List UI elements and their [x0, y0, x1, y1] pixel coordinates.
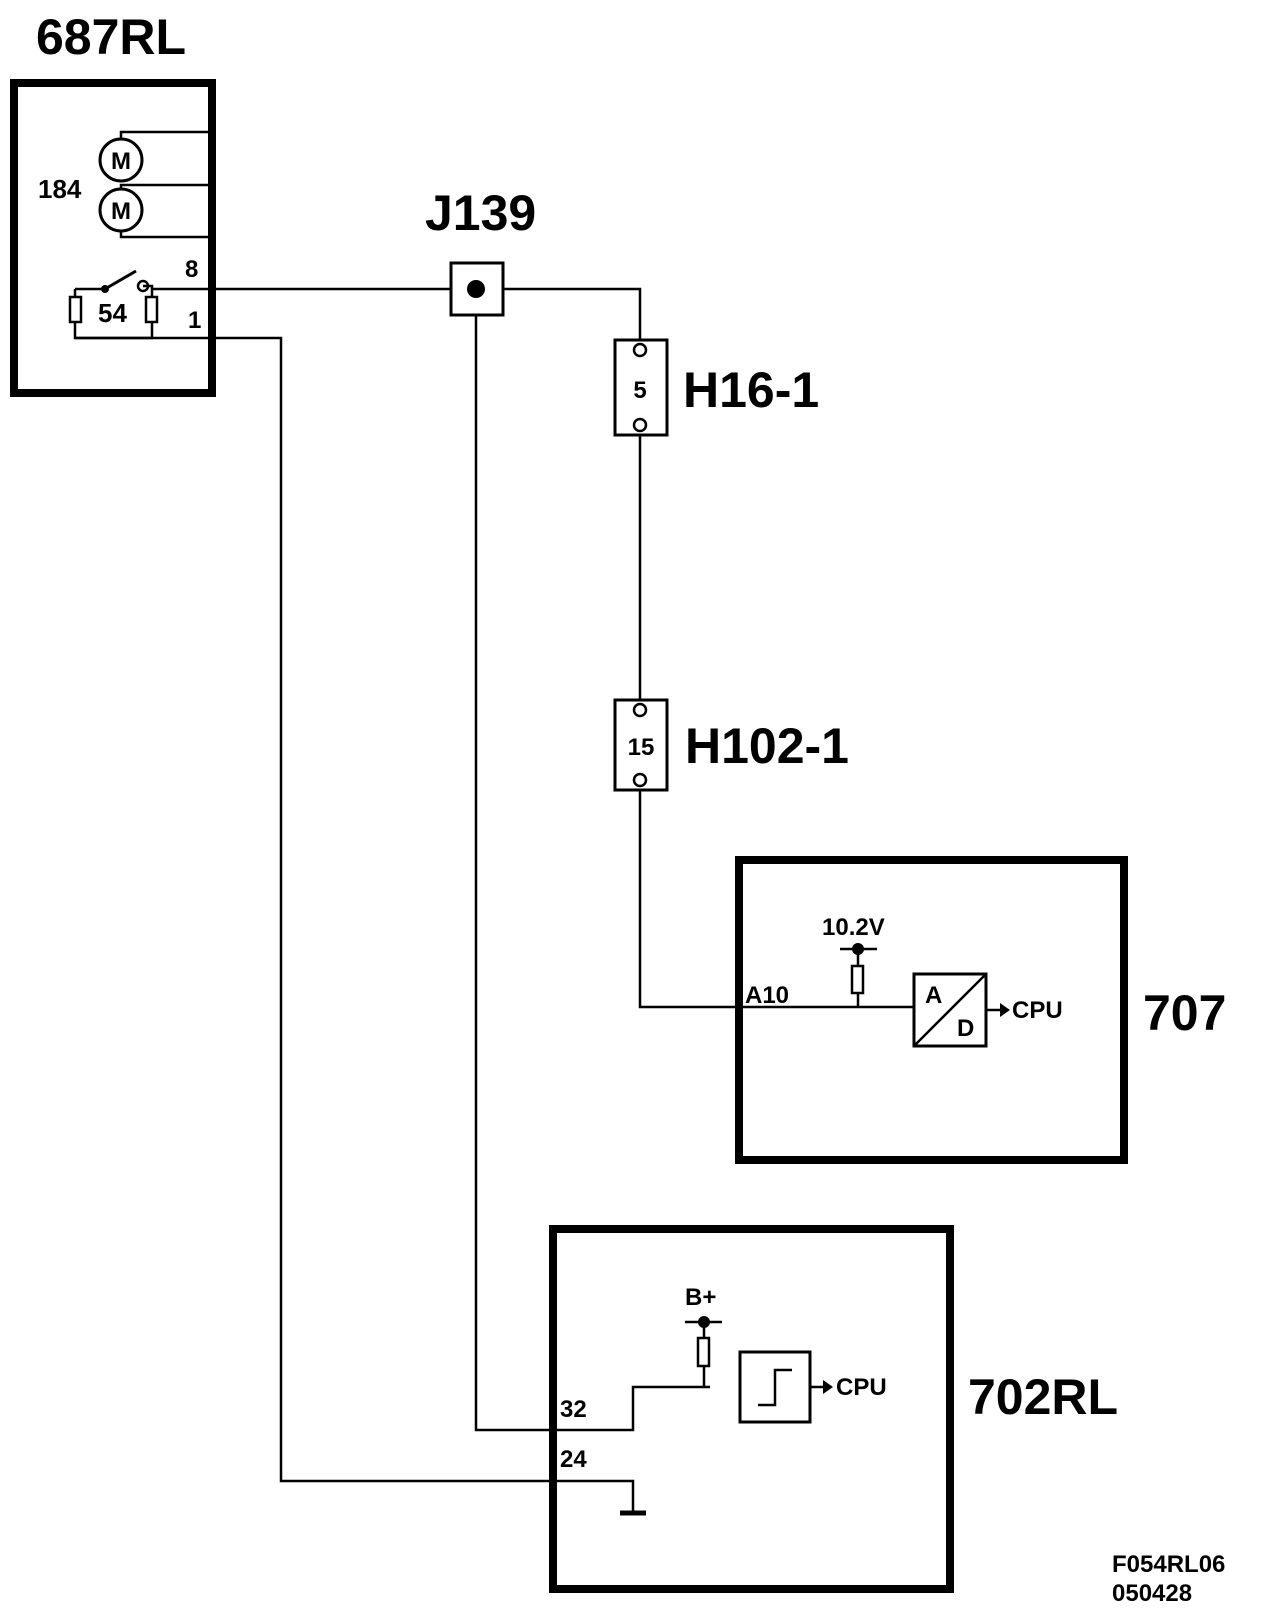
resistor-icon [696, 1336, 711, 1368]
junction-j139-label: J139 [425, 185, 536, 241]
module-707-supply: 10.2V [822, 914, 885, 941]
pin-8-label: 8 [185, 256, 198, 283]
arrow-right-icon [1000, 1003, 1010, 1017]
module-702rl: 702RL 32 24 B+ CPU [549, 1225, 1118, 1593]
schmitt-trigger-icon [738, 1350, 812, 1424]
svg-text:D: D [957, 1015, 974, 1042]
module-702rl-supply: B+ [685, 1284, 716, 1311]
wire-h102-to-707 [638, 790, 914, 1009]
resistor-icon [68, 295, 83, 324]
module-707-pin: A10 [745, 982, 789, 1009]
connector-h102-1-pin: 15 [628, 734, 655, 761]
module-707-box [735, 856, 1128, 1164]
motor-icon: M [98, 137, 144, 183]
date-code: 050428 [1112, 1580, 1192, 1607]
ad-converter-icon: A D [912, 972, 988, 1048]
resistor-icon [850, 964, 865, 995]
motor-label: 184 [38, 174, 82, 204]
connector-h102-1-label: H102-1 [685, 718, 849, 774]
module-707-title: 707 [1143, 985, 1226, 1041]
connector-h16-1-label: H16-1 [683, 362, 819, 418]
module-702rl-title: 702RL [968, 1369, 1118, 1425]
junction-dot-icon [467, 280, 485, 298]
pin-1-label: 1 [188, 307, 201, 334]
module-707-output: CPU [1012, 997, 1063, 1024]
motor-wiring [119, 130, 208, 239]
junction-j139: J139 [425, 185, 536, 317]
svg-text:M: M [111, 198, 131, 225]
module-707: 707 A10 10.2V A D CPU [735, 856, 1226, 1164]
module-687rl-title: 687RL [36, 9, 186, 65]
module-702rl-pin-32: 32 [560, 1396, 587, 1423]
module-687rl: 687RL M M 184 54 8 1 [10, 9, 216, 397]
wire-pin1-to-ground [75, 336, 635, 1513]
module-687rl-box [10, 79, 216, 397]
connector-h16-1-pin: 5 [633, 377, 646, 404]
motor-icon: M [98, 187, 144, 233]
module-702rl-output: CPU [836, 1374, 887, 1401]
arrow-right-icon [823, 1380, 833, 1394]
wire-j139-to-702rl [474, 289, 710, 1432]
drawing-id: F054RL06 [1112, 1551, 1225, 1578]
svg-text:A: A [925, 982, 942, 1009]
resistor-icon [144, 295, 159, 324]
connector-h16-1: 5 H16-1 [613, 338, 819, 437]
wire-pin8-to-h16 [152, 287, 642, 340]
switch-label: 54 [98, 298, 127, 328]
module-702rl-box [549, 1225, 954, 1593]
connector-h102-1: 15 H102-1 [613, 698, 849, 792]
module-702rl-pin-24: 24 [560, 1446, 587, 1473]
svg-text:M: M [111, 148, 131, 175]
